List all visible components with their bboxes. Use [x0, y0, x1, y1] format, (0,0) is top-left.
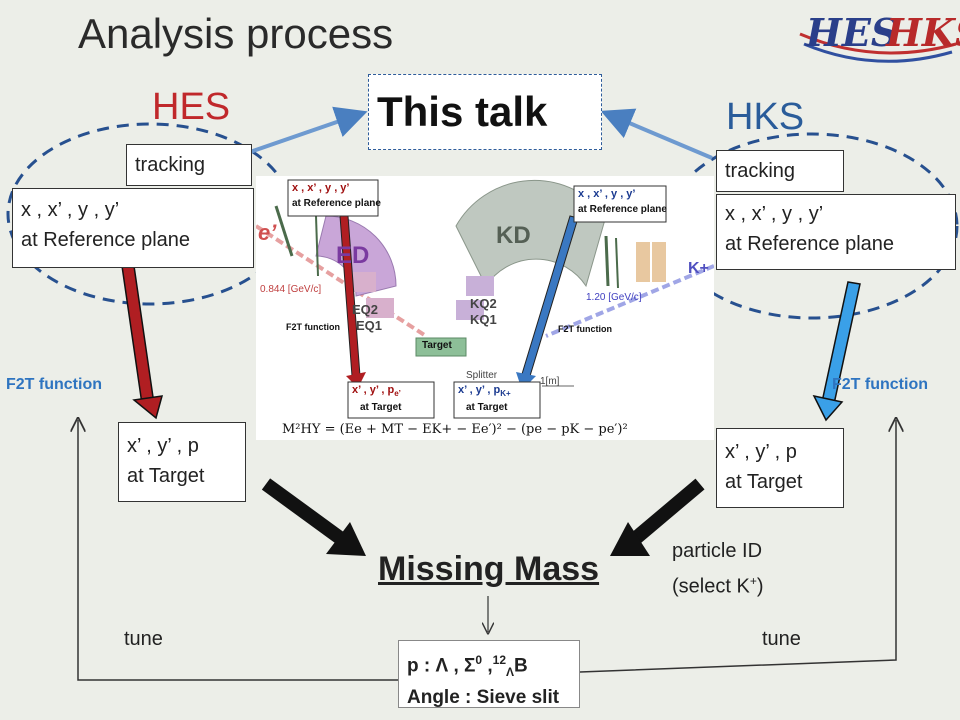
arrow-hks-to-talk — [600, 108, 713, 160]
hks-label: HKS — [726, 96, 805, 138]
hes-label: HES — [152, 86, 231, 128]
fig-tgt-right-l2: at Target — [466, 402, 508, 413]
hes-hks-logo: HES HKS — [796, 4, 960, 68]
fig-ed: ED — [336, 242, 370, 269]
hks-reference-box: x , x’ , y , y’ at Reference plane — [716, 194, 956, 270]
fig-f2t-right: F2T function — [558, 324, 612, 334]
hks-tracking-box: tracking — [716, 150, 844, 192]
this-talk-box: This talk — [368, 74, 602, 150]
fig-kq1: KQ1 — [470, 312, 497, 327]
hes-tracking-box: tracking — [126, 144, 252, 186]
fig-splitter: Splitter — [466, 370, 498, 381]
kq2 — [466, 276, 494, 296]
hks-target-line1: x’ , y’ , p — [725, 441, 797, 463]
logo-swoosh — [799, 32, 957, 63]
hks-f2t-arrow — [812, 281, 861, 422]
hks-target-box: x’ , y’ , p at Target — [716, 428, 844, 508]
fig-mom-left: 0.844 [GeV/c] — [260, 284, 322, 295]
fig-scale: 1[m] — [540, 376, 560, 387]
fig-tgt-left-l1: x’ , y’ , pe’ — [352, 384, 401, 399]
fig-f2t-left: F2T function — [286, 322, 340, 332]
logo-hes: HES — [806, 10, 899, 55]
result-line2: Angle : Sieve slit — [407, 687, 560, 709]
arrow-hks-to-missing-mass — [610, 478, 705, 556]
hks-pid-line1: particle ID — [672, 540, 763, 562]
fig-eq1: EQ1 — [356, 318, 383, 333]
hks-ref-line1: x , x’ , y , y’ — [725, 203, 824, 225]
hks-pid-line2: (select K+) — [672, 574, 764, 598]
fig-tgt-right-l1: x’ , y’ , pK+ — [458, 384, 511, 399]
fig-tgt-left-l2: at Target — [360, 402, 402, 413]
hes-ref-line1: x , x’ , y , y’ — [21, 199, 120, 221]
tune-loop-right — [579, 420, 896, 673]
fig-ref-right-l1: x , x’ , y , y’ — [578, 188, 636, 200]
hes-target-line1: x’ , y’ , p — [127, 435, 199, 457]
calibration-result-box: p : Λ , Σ0 ,12ΛB Angle : Sieve slit — [398, 640, 580, 708]
hes-f2t-arrow — [121, 265, 164, 420]
hes-ref-line2: at Reference plane — [21, 229, 191, 251]
hks-ellipse — [665, 132, 959, 320]
fig-kd: KD — [496, 222, 531, 249]
hes-target-line2: at Target — [127, 465, 205, 487]
hks-ref-line2: at Reference plane — [725, 233, 895, 255]
fig-eq2: EQ2 — [352, 302, 379, 317]
kq1 — [456, 300, 484, 320]
hes-target-box: x’ , y’ , p at Target — [118, 422, 246, 502]
fig-ref-left-l2: at Reference plane — [292, 198, 381, 209]
fig-e-prime: e’ — [258, 220, 277, 245]
target-block — [415, 337, 467, 357]
result-line1: p : Λ , Σ0 ,12ΛB — [407, 653, 528, 680]
hks-tune-label: tune — [762, 628, 801, 650]
fig-k-plus: K+ — [688, 260, 709, 277]
arrow-hes-to-talk — [249, 106, 368, 154]
fig-kq2: KQ2 — [470, 296, 497, 311]
logo-hks: HKS — [886, 10, 960, 55]
eq2 — [348, 272, 376, 292]
tune-loop-left — [78, 420, 398, 681]
fig-formula: M²HY = (Ee + MT − EK+ − Ee′)² − (pe − pK… — [282, 422, 628, 437]
hks-particle-id: particle ID (select K+) — [672, 536, 764, 602]
hks-target-line2: at Target — [725, 471, 803, 493]
spectrometer-figure: x , x’ , y , y’ at Reference plane x , x… — [256, 176, 714, 440]
hes-tune-label: tune — [124, 628, 163, 650]
fig-mom-right: 1.20 [GeV/c] — [586, 292, 642, 303]
eq1 — [366, 298, 394, 318]
hes-reference-box: x , x’ , y , y’ at Reference plane — [12, 188, 254, 268]
spectrometer-drawing — [256, 179, 714, 419]
arrow-hes-to-missing-mass — [261, 478, 366, 556]
fig-ref-left-l1: x , x’ , y , y’ — [292, 182, 350, 194]
fig-target: Target — [422, 340, 452, 351]
page-title: Analysis process — [78, 10, 394, 57]
hks-f2t-label: F2T function — [832, 376, 928, 393]
fig-ref-right-l2: at Reference plane — [578, 204, 667, 215]
missing-mass-label: Missing Mass — [378, 550, 600, 588]
hes-f2t-label: F2T function — [6, 376, 102, 393]
